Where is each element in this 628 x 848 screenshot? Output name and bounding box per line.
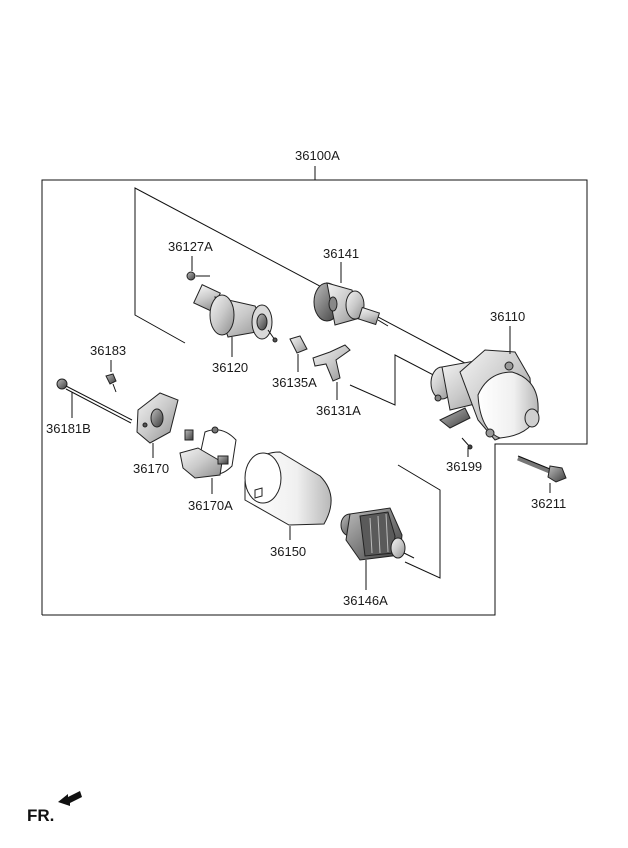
label-36199: 36199 bbox=[446, 459, 482, 474]
label-36127A: 36127A bbox=[168, 239, 213, 254]
label-36120: 36120 bbox=[212, 360, 248, 375]
armature-36146A bbox=[340, 507, 415, 561]
bolt-36211 bbox=[517, 455, 567, 483]
front-housing-36110 bbox=[430, 349, 540, 441]
label-36211: 36211 bbox=[531, 496, 566, 511]
lever-36131A bbox=[312, 344, 351, 382]
label-36141: 36141 bbox=[323, 246, 359, 261]
front-arrow-icon bbox=[58, 791, 82, 806]
brush-holder-36170A bbox=[179, 426, 237, 479]
front-direction-label: FR. bbox=[27, 806, 54, 825]
through-bolt-36181B bbox=[56, 378, 133, 424]
screw-36127A bbox=[186, 271, 210, 281]
label-36146A: 36146A bbox=[343, 593, 388, 608]
rear-bracket-36170 bbox=[136, 392, 179, 444]
label-36181B: 36181B bbox=[46, 421, 91, 436]
label-36131A: 36131A bbox=[316, 403, 361, 418]
assembly-frame bbox=[41, 166, 588, 616]
sub-assembly-outline bbox=[134, 187, 479, 579]
label-36100A: 36100A bbox=[295, 148, 340, 163]
label-36170: 36170 bbox=[133, 461, 169, 476]
solenoid-36120 bbox=[193, 284, 278, 343]
pin-36199 bbox=[461, 437, 473, 450]
label-36170A: 36170A bbox=[188, 498, 233, 513]
label-36150: 36150 bbox=[270, 544, 306, 559]
label-36110: 36110 bbox=[490, 309, 525, 324]
yoke-36150 bbox=[244, 451, 332, 526]
gear-assembly-36141 bbox=[313, 282, 389, 327]
screw-36183 bbox=[105, 373, 117, 393]
clip-36135A bbox=[289, 335, 308, 354]
label-36183: 36183 bbox=[90, 343, 126, 358]
label-36135A: 36135A bbox=[272, 375, 317, 390]
